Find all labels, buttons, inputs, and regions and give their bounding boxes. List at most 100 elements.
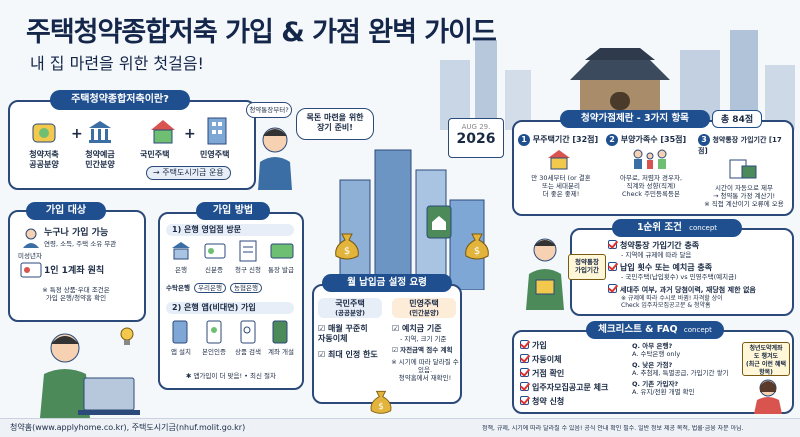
minor-label: 미성년자: [18, 252, 42, 260]
private-house-label: 민영주택: [200, 150, 230, 159]
checklist-text-0: 가입: [532, 341, 547, 350]
monthly-tag: 월 납입금 설정 요령: [322, 274, 452, 292]
method-step2: 2) 은행 앱(비대면) 가입: [166, 302, 294, 314]
monthly-private-sub: (민간분양): [409, 309, 439, 317]
check-icon-2: [608, 262, 617, 271]
first-item1-sub: - 지역에 규제에 따라 달음: [621, 251, 692, 259]
score-total: 총 84점: [712, 110, 762, 128]
bank2-badge: 농협은행: [230, 283, 262, 293]
fund-note: → 주택도시기금 운용: [146, 166, 231, 180]
id-step-icon: [204, 243, 226, 259]
col1-title-text: 무주택기간 [32점]: [532, 135, 599, 144]
col1-text: 만 30세부터 (or 결혼 또는 세대분리 더 좋은 좋제!: [531, 174, 591, 198]
app-step-icon: [172, 320, 188, 344]
arrow-icon: →: [153, 168, 163, 177]
p-item2-text: 자전금액 점수 계획: [400, 346, 453, 354]
n-item2-text: 최대 인정 한도: [327, 350, 378, 359]
checklist-text-1: 자동이체: [532, 355, 562, 364]
faq-a3: A. 유지/전환 개별 확인: [632, 388, 695, 396]
check-icon-1: [608, 240, 617, 249]
n-item2: ☑ 최대 인정 한도: [318, 350, 388, 360]
checklist-text-2: 거점 확인: [532, 369, 565, 378]
first-tag-title: 1순위 조건: [636, 222, 682, 233]
bank1-badge: 우리은행: [194, 283, 226, 293]
faq-a1: A. 수탁은행 only: [632, 350, 681, 358]
score-col3-title: 3 청약통장 가입기간 [17점]: [698, 134, 790, 156]
score-col1-title: 1 무주택기간 [32점]: [518, 134, 604, 146]
score-col2: 2 부양가족수 [35점] 아무로, 저렴자 경우자, 직계와 성향(직계) C…: [606, 134, 696, 212]
checklist-check-4: [520, 396, 529, 405]
first-item3-text: 세대주 여부, 과거 당첨이력, 재당첨 제한 없음: [620, 286, 756, 294]
checklist-text-4: 청약 신청: [532, 397, 565, 406]
form-step-icon: [239, 240, 257, 262]
checklist: 가입 자동이체 거점 확인 입주자모집공고문 체크 청약 신청: [520, 340, 630, 407]
faq-a2: A. 추첨제, 특별공급, 가입기간 쌓기: [632, 369, 729, 377]
p-note: ※ 시기에 따라 달라질 수 있음. 청약홈에서 재확인!: [391, 358, 459, 382]
svg-text:$: $: [474, 246, 480, 257]
col2-title-text: 부양가족수 [35점]: [620, 135, 687, 144]
checklist-check-2: [520, 368, 529, 377]
num-2: 2: [606, 134, 618, 146]
house-icon: [151, 120, 175, 144]
first-item2-sub: - 국민주택(납입횟수) vs 민영주택(예치금): [621, 273, 737, 281]
footer-links[interactable]: 청약홈(www.applyhome.co.kr), 주택도시기금(nhuf.mo…: [10, 423, 246, 432]
thinking-man-illustration: [526, 238, 564, 310]
faq-q2: Q. 낮은 가점?: [632, 361, 673, 369]
checklist-check-1: [520, 354, 529, 363]
svg-text:$: $: [378, 402, 384, 412]
footer-disclaimer: 정책, 규제, 시기에 따라 달라질 수 있음! 공식 안내 확인 필수. 일반…: [482, 425, 744, 432]
n-item1: ☑ 매월 꾸준히 자동이체: [318, 324, 384, 344]
bank-step-icon: [172, 242, 190, 260]
checklist-item-1: 자동이체: [520, 354, 630, 365]
p-item2: ☑ 자전금액 점수 계획: [392, 346, 460, 354]
page-title: 주택청약종합저축 가입 & 가점 완벽 가이드: [26, 17, 497, 48]
faq-list: Q. 아무 은행? A. 수탁은행 only Q. 낮은 가점? A. 추첨제,…: [632, 342, 742, 396]
check-icon-3: [608, 284, 617, 293]
monthly-private-title: 민영주택: [409, 299, 439, 308]
monthly-national: 국민주택 (공공분양): [318, 298, 382, 318]
faq-tag-sub: concept: [683, 326, 712, 334]
moneybag-icon: $: [335, 233, 359, 260]
family-icon: [633, 149, 667, 169]
calendar: AUG 29. 2026: [448, 118, 504, 158]
private-label: 청약예금 민간분양: [85, 150, 115, 169]
first-item2: 납입 횟수 또는 예치금 충족: [608, 262, 792, 273]
banks-label: 수탁은행: [166, 284, 190, 292]
num-3: 3: [698, 134, 710, 146]
p-item1-sub: - 지역, 크기 기준: [400, 335, 447, 343]
first-tag-sub: concept: [689, 224, 718, 232]
method-step1: 1) 은행 영업점 방문: [166, 224, 294, 236]
step2-icons: 앱 설치 본인인증 상품 검색 계좌 개설: [166, 318, 298, 362]
monthly-national-title: 국민주택: [335, 299, 365, 308]
n-item2-check: ☑: [318, 350, 328, 359]
target-line1-sub: 연령, 소득, 주택 소유 무관: [44, 240, 117, 248]
man-illustration: [258, 127, 292, 190]
first-item1: 청약통장 가입기간 충족: [608, 240, 792, 251]
checklist-item-4: 청약 신청: [520, 396, 630, 407]
step1-icons: 은행 신분증 청구 신청 통장 발급: [166, 238, 298, 278]
search-step-icon: [240, 320, 256, 344]
checklist-item-3: 입주자모집공고문 체크: [520, 382, 630, 393]
step1-item-0: 은행: [175, 266, 187, 274]
step1-item-3: 통장 발급: [268, 266, 294, 274]
question-text: 청약통장부터?: [249, 106, 289, 114]
first-item3-sub: ※ 규제에 따라 수시로 바뀜! 자격할 상이 Check 입주자모집공고문 &…: [621, 295, 723, 309]
id-card-icon: [20, 262, 42, 278]
banks-row: 수탁은행 우리은행 농협은행: [166, 283, 296, 293]
svg-text:$: $: [344, 246, 350, 257]
monthly-private: 민영주택 (민간분양): [392, 298, 456, 318]
account-step-icon: [272, 320, 288, 344]
step2-note: ✱ 앱가입이 더 맞음! • 최신 절차: [185, 372, 277, 380]
apartment-icon: [207, 117, 227, 145]
monthly-national-sub: (공공분양): [335, 309, 365, 317]
piggy-icon: [32, 123, 56, 143]
target-tag: 가입 대상: [26, 202, 106, 220]
laptop-person-illustration: [40, 333, 140, 418]
public-label: 청약저축 공공분양: [29, 150, 59, 169]
n-item1-check: ☑: [318, 324, 328, 333]
calendar-year: 2026: [456, 131, 496, 147]
score-col3: 3 청약통장 가입기간 [17점] 시간이 자동으로 제무 → 청약통 가정 계…: [698, 134, 790, 212]
national-label: 국민주택: [140, 150, 170, 159]
plus-sign-2: +: [184, 126, 196, 142]
person-icon: [23, 228, 39, 248]
